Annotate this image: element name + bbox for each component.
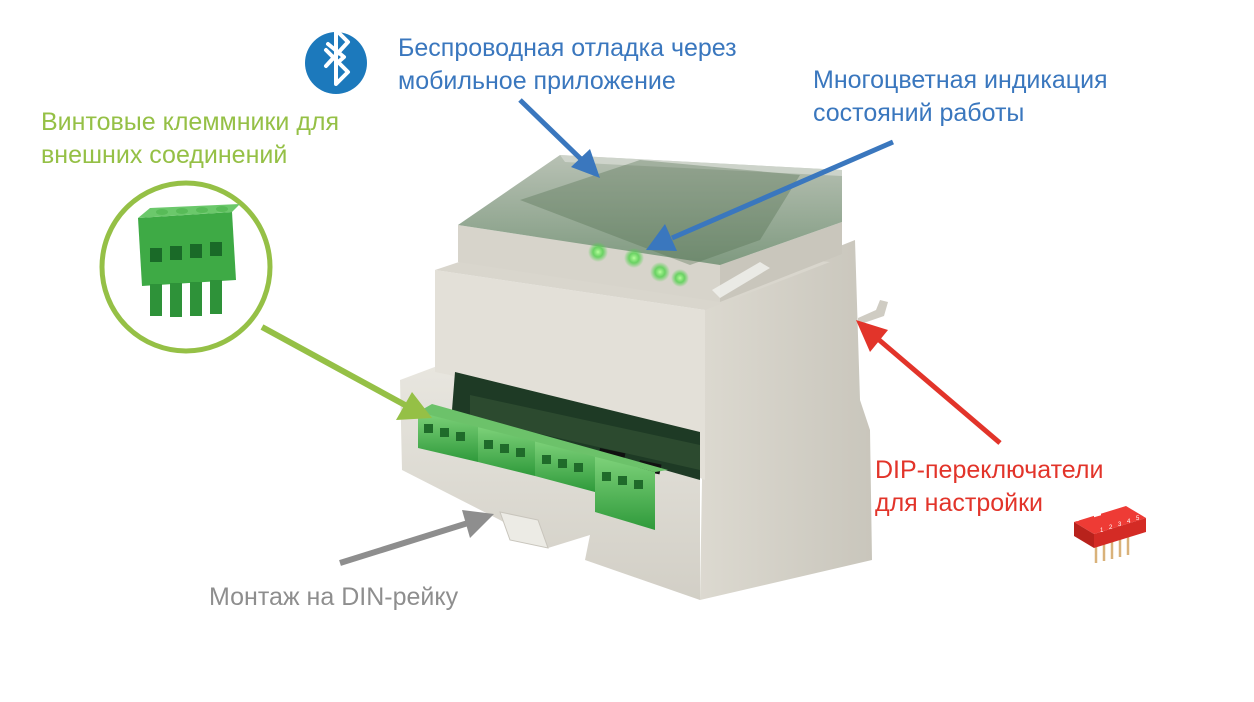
label-status-indication: Многоцветная индикация состояний работы <box>813 64 1108 130</box>
status-led <box>588 242 608 262</box>
label-dip-switches-line1: DIP-переключатели <box>875 456 1104 484</box>
status-led <box>624 248 644 268</box>
dip-switch-icon: ON 1 2 3 4 5 <box>1074 487 1146 563</box>
label-dip-switches-line2: для настройки <box>875 489 1043 517</box>
bluetooth-icon <box>305 28 367 94</box>
arrow-dip <box>856 320 1002 445</box>
status-led <box>650 262 670 282</box>
label-screw-terminals-line1: Винтовые клеммники для <box>41 108 340 136</box>
label-status-indication-line2: состояний работы <box>813 99 1025 127</box>
dip-number: 3 <box>1118 522 1122 528</box>
screw-terminal-block-icon <box>138 204 240 317</box>
dip-number: 4 <box>1127 519 1131 525</box>
arrow-indication <box>646 139 894 251</box>
label-status-indication-line1: Многоцветная индикация <box>813 66 1108 94</box>
label-din-mount-line1: Монтаж на DIN-рейку <box>209 583 459 611</box>
device-top-side <box>720 222 842 302</box>
label-wireless-debug: Беспроводная отладка через мобильное при… <box>398 32 737 98</box>
dip-number: 5 <box>1136 516 1140 522</box>
label-wireless-debug-line1: Беспроводная отладка через <box>398 34 737 62</box>
device-top-front <box>458 225 720 302</box>
label-screw-terminals-line2: внешних соединений <box>41 141 288 169</box>
arrow-wireless <box>518 98 600 178</box>
din-rail-device <box>400 155 888 600</box>
arrow-din <box>339 510 494 566</box>
transparent-lid <box>458 155 842 265</box>
arrow-terminals <box>260 324 432 420</box>
device-right-side <box>700 240 872 600</box>
dip-on-label: ON <box>1075 512 1085 523</box>
din-clip-right <box>858 300 888 325</box>
terminal-blocks-row <box>418 404 668 530</box>
status-led <box>671 269 689 287</box>
terminal-block-callout <box>99 180 273 354</box>
label-screw-terminals: Винтовые клеммники для внешних соединени… <box>41 106 339 172</box>
label-din-mount: Монтаж на DIN-рейку <box>209 581 458 614</box>
dip-number: 2 <box>1109 525 1113 531</box>
label-wireless-debug-line2: мобильное приложение <box>398 67 676 95</box>
dip-number: 1 <box>1100 528 1104 534</box>
din-latch <box>499 511 549 549</box>
label-dip-switches: DIP-переключатели для настройки <box>875 454 1103 520</box>
